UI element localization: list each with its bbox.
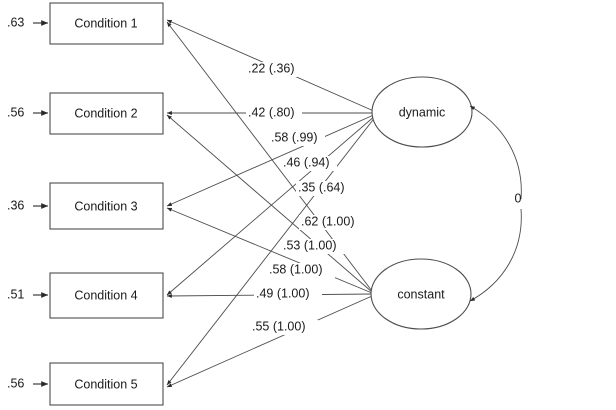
residual-label-3: .36 xyxy=(7,198,24,212)
coef-label-dynamic-condition-3: .58 (.99) xyxy=(271,130,318,144)
covariance-arc xyxy=(469,105,522,302)
coef-label-dynamic-condition-5: .35 (.64) xyxy=(298,180,345,194)
label-dynamic: dynamic xyxy=(399,105,446,119)
coef-label-constant-condition-2: .53 (1.00) xyxy=(283,238,337,252)
coefficient-labels: .22 (.36) .42 (.80) .58 (.99) .46 (.94) … xyxy=(246,61,367,335)
path-dynamic-condition-3 xyxy=(166,113,377,207)
latent-labels: dynamic constant xyxy=(397,105,445,301)
coef-label-constant-condition-5: .55 (1.00) xyxy=(252,319,306,333)
box-labels: Condition 1 Condition 2 Condition 3 Cond… xyxy=(74,16,137,391)
residual-label-5: .56 xyxy=(7,376,24,390)
coef-label-dynamic-condition-1: .22 (.36) xyxy=(248,61,295,75)
loading-paths-constant xyxy=(166,21,373,388)
ellipse-dynamic[interactable] xyxy=(371,76,473,148)
label-constant: constant xyxy=(397,287,445,301)
label-condition-3: Condition 3 xyxy=(74,199,137,213)
box-condition-1[interactable] xyxy=(49,2,164,45)
covariance-label: 0 xyxy=(515,191,522,205)
coef-label-constant-condition-3: .58 (1.00) xyxy=(269,262,323,276)
ellipse-constant[interactable] xyxy=(370,258,472,330)
covariance-label-group: 0 xyxy=(515,191,522,205)
box-condition-3[interactable] xyxy=(49,182,164,230)
coef-label-dynamic-condition-2: .42 (.80) xyxy=(248,105,295,119)
residual-label-2: .56 xyxy=(7,105,24,119)
covariance-arc-upper xyxy=(469,105,522,200)
coef-label-constant-condition-1: .62 (1.00) xyxy=(301,214,355,228)
label-condition-5: Condition 5 xyxy=(74,377,137,391)
path-constant-condition-2 xyxy=(166,114,373,293)
observed-boxes xyxy=(49,2,164,406)
latent-ellipses xyxy=(370,76,473,330)
coef-label-constant-condition-4: .49 (1.00) xyxy=(256,286,310,300)
path-constant-condition-5 xyxy=(166,295,373,388)
label-condition-4: Condition 4 xyxy=(74,288,137,302)
residual-label-4: .51 xyxy=(7,287,24,301)
residual-arrows xyxy=(33,20,49,387)
coef-label-dynamic-condition-4: .46 (.94) xyxy=(283,155,330,169)
box-condition-4[interactable] xyxy=(49,272,164,319)
box-condition-5[interactable] xyxy=(49,362,164,406)
label-condition-1: Condition 1 xyxy=(74,16,137,30)
label-condition-2: Condition 2 xyxy=(74,106,137,120)
path-dynamic-condition-5 xyxy=(166,115,377,386)
box-condition-2[interactable] xyxy=(49,92,164,135)
residual-labels: .63 .56 .36 .51 .56 xyxy=(7,15,24,390)
covariance-arc-lower xyxy=(469,208,522,302)
residual-label-1: .63 xyxy=(7,15,24,29)
path-constant-condition-3 xyxy=(166,207,373,294)
